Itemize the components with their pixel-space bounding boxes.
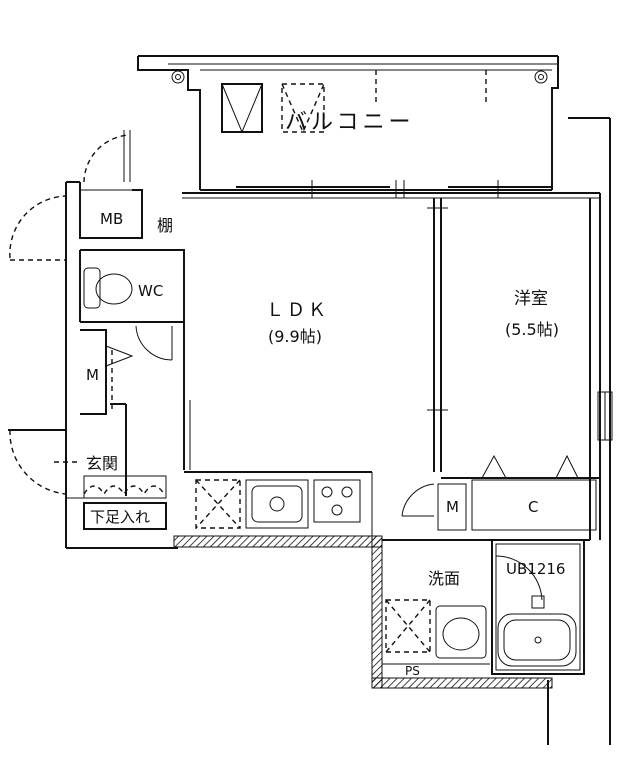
windows-top: [236, 180, 552, 198]
kitchen-storage-label: M: [446, 498, 459, 516]
ldk-size-label: (9.9帖): [268, 327, 322, 346]
balcony-area: バルコニー: [137, 55, 559, 191]
toilet-room: WC: [79, 249, 185, 470]
hall-storage-label: M: [86, 366, 99, 384]
closet-label: C: [528, 498, 538, 516]
meter-box-label: MB: [100, 210, 123, 228]
toilet-label: WC: [138, 282, 163, 300]
shoe-box-label: 下足入れ: [90, 508, 150, 526]
washroom-label: 洗面: [428, 569, 460, 588]
western-room-label: 洋室: [514, 289, 548, 309]
ldk-label: ＬＤＫ: [266, 300, 329, 321]
closet: C: [471, 479, 597, 531]
shelf-label: 棚: [157, 216, 173, 235]
bath-label: UB1216: [506, 560, 565, 578]
western-room-size-label: (5.5帖): [505, 320, 559, 339]
pipe-space-label: PS: [405, 664, 420, 678]
entrance-label: 玄関: [86, 454, 118, 473]
western-room: 洋室 (5.5帖): [427, 198, 600, 479]
hall-storage: M: [80, 329, 134, 496]
ldk-room: ＬＤＫ (9.9帖): [184, 300, 373, 536]
balcony-label: バルコニー: [285, 110, 415, 135]
exterior-walls: [65, 117, 613, 745]
meter-box: MB: [9, 130, 143, 261]
unit-bath: UB1216: [491, 539, 585, 675]
entrance-area: 玄関 下足入れ: [8, 429, 167, 530]
kitchen-storage: M: [401, 483, 467, 531]
washroom: 洗面 PS: [382, 569, 490, 678]
